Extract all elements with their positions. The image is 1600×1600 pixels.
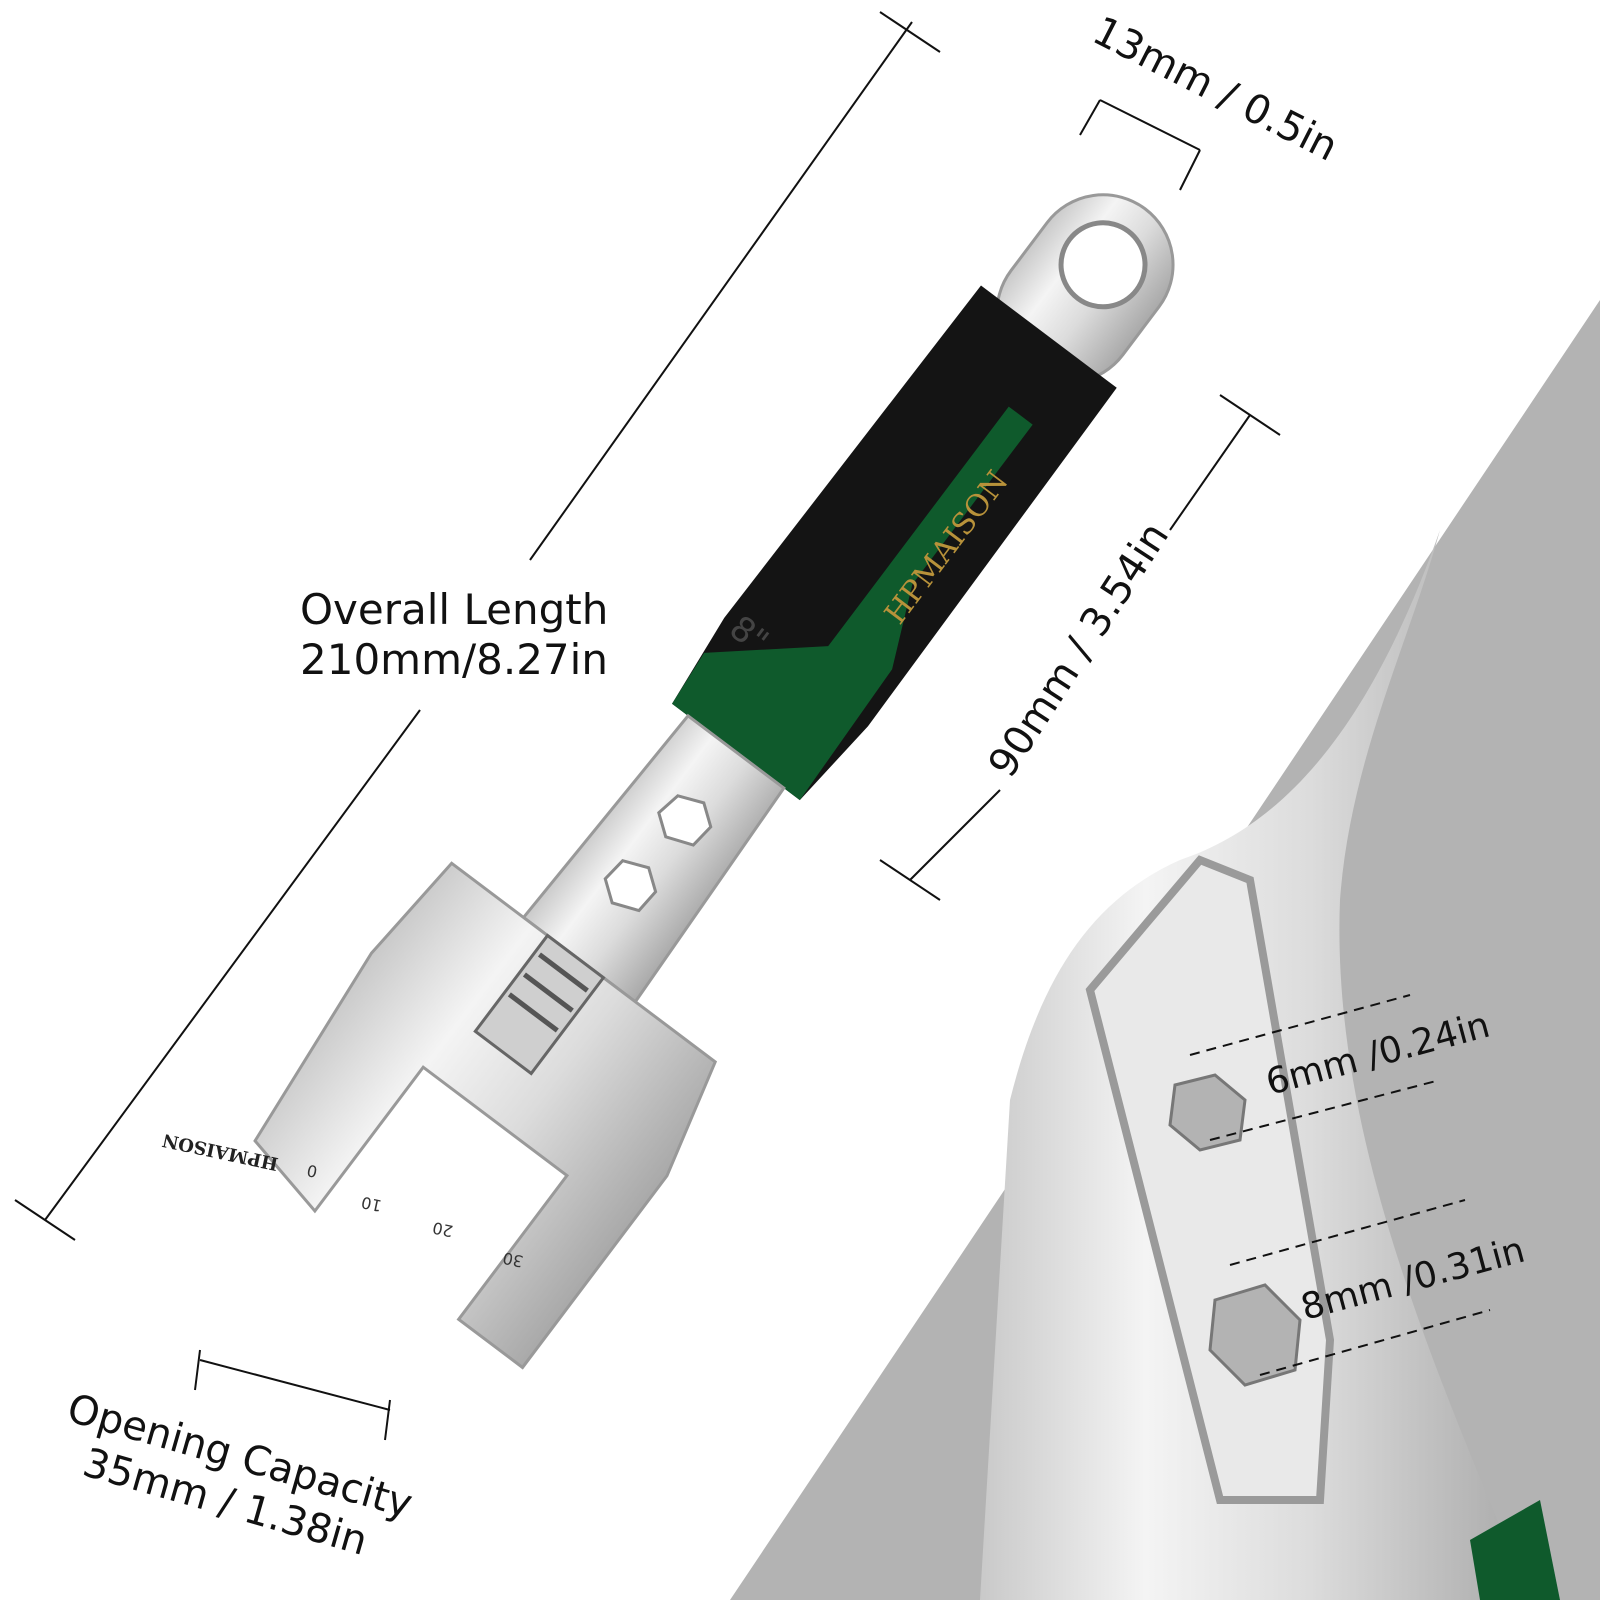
scale-tick-10: 10 xyxy=(360,1193,384,1216)
scale-tick-0: 0 xyxy=(305,1161,319,1182)
scale-tick-20: 20 xyxy=(431,1218,455,1241)
detail-wrench-closeup xyxy=(980,530,1560,1600)
scale-tick-30: 30 xyxy=(501,1248,525,1271)
ring-size-label: 13mm / 0.5in xyxy=(1085,8,1345,171)
hex-hole-8mm xyxy=(1208,1283,1302,1387)
hex-dimension-lines xyxy=(1189,994,1491,1376)
handle-length-label: 90mm / 3.54in xyxy=(980,514,1178,785)
overall-length-title: Overall Length xyxy=(300,585,608,634)
dimension-lines xyxy=(14,11,1281,1441)
overall-length-value: 210mm/8.27in xyxy=(300,635,608,684)
adjustable-jaw-head xyxy=(253,861,718,1370)
hex-hole-6mm xyxy=(1168,1073,1247,1152)
